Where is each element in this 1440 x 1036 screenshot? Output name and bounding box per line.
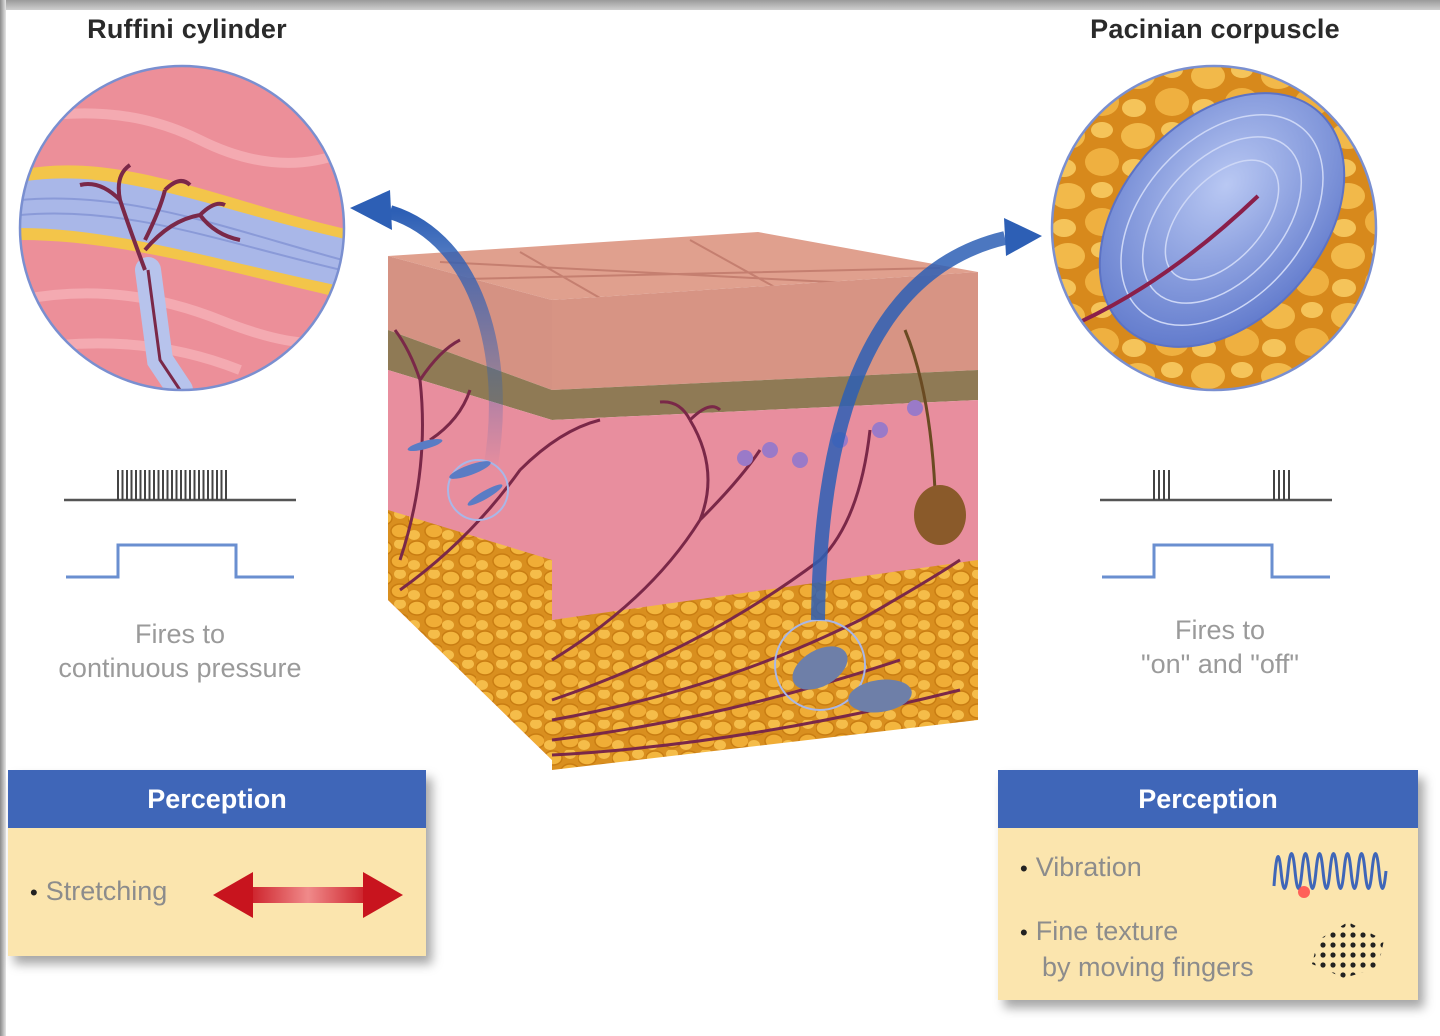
- fine-texture-label: Fine texture: [1035, 916, 1179, 946]
- skin-block-illustration: [388, 232, 978, 770]
- bullet-icon: •: [1020, 856, 1028, 881]
- vibration-wave-icon: [1272, 852, 1388, 898]
- arrow-to-pacinian: [811, 231, 1007, 621]
- arrow-to-ruffini: [387, 205, 503, 472]
- pacinian-caption-line1: Fires to: [1174, 615, 1266, 645]
- pacinian-caption-line2: "on" and "off": [1141, 649, 1299, 679]
- pacinian-stimulus-trace: [1102, 543, 1330, 579]
- vibration-label: Vibration: [1035, 852, 1142, 882]
- pacinian-perception-panel: Perception • Vibration • Fine texture by m…: [998, 770, 1418, 1000]
- top-border: [0, 0, 1440, 10]
- pacinian-magnified-view: [1050, 64, 1378, 392]
- pacinian-title: Pacinian corpuscle: [1090, 14, 1340, 44]
- ruffini-caption-line2: continuous pressure: [58, 653, 302, 683]
- perception-item-stretching: • Stretching: [30, 874, 167, 910]
- texture-dots-icon: [1312, 922, 1384, 978]
- double-arrow-icon: [213, 872, 403, 918]
- ruffini-title: Ruffini cylinder: [87, 14, 287, 44]
- ruffini-caption-line1: Fires to: [134, 619, 226, 649]
- arrow-head-right: [1004, 218, 1042, 256]
- perception-item-vibration: • Vibration: [1020, 850, 1142, 886]
- ruffini-magnified-view: [18, 64, 346, 392]
- stretching-label: Stretching: [45, 876, 168, 906]
- bullet-icon: •: [30, 880, 38, 905]
- pacinian-firing-caption: Fires to "on" and "off": [1080, 613, 1360, 681]
- ruffini-firing-caption: Fires to continuous pressure: [30, 617, 330, 685]
- fine-texture-label-line2: by moving fingers: [1042, 952, 1254, 982]
- bullet-icon: •: [1020, 920, 1028, 945]
- arrow-head-left: [350, 190, 392, 230]
- left-border: [0, 0, 6, 1036]
- pacinian-perception-header: Perception: [998, 770, 1418, 828]
- pacinian-firing-trace: [1100, 470, 1332, 502]
- perception-item-fine-texture: • Fine texture by moving fingers: [1020, 914, 1300, 984]
- ruffini-perception-panel: Perception • Stretching: [8, 770, 426, 956]
- ruffini-stimulus-trace: [66, 543, 294, 579]
- ruffini-firing-trace: [64, 470, 296, 502]
- ruffini-perception-header: Perception: [8, 770, 426, 828]
